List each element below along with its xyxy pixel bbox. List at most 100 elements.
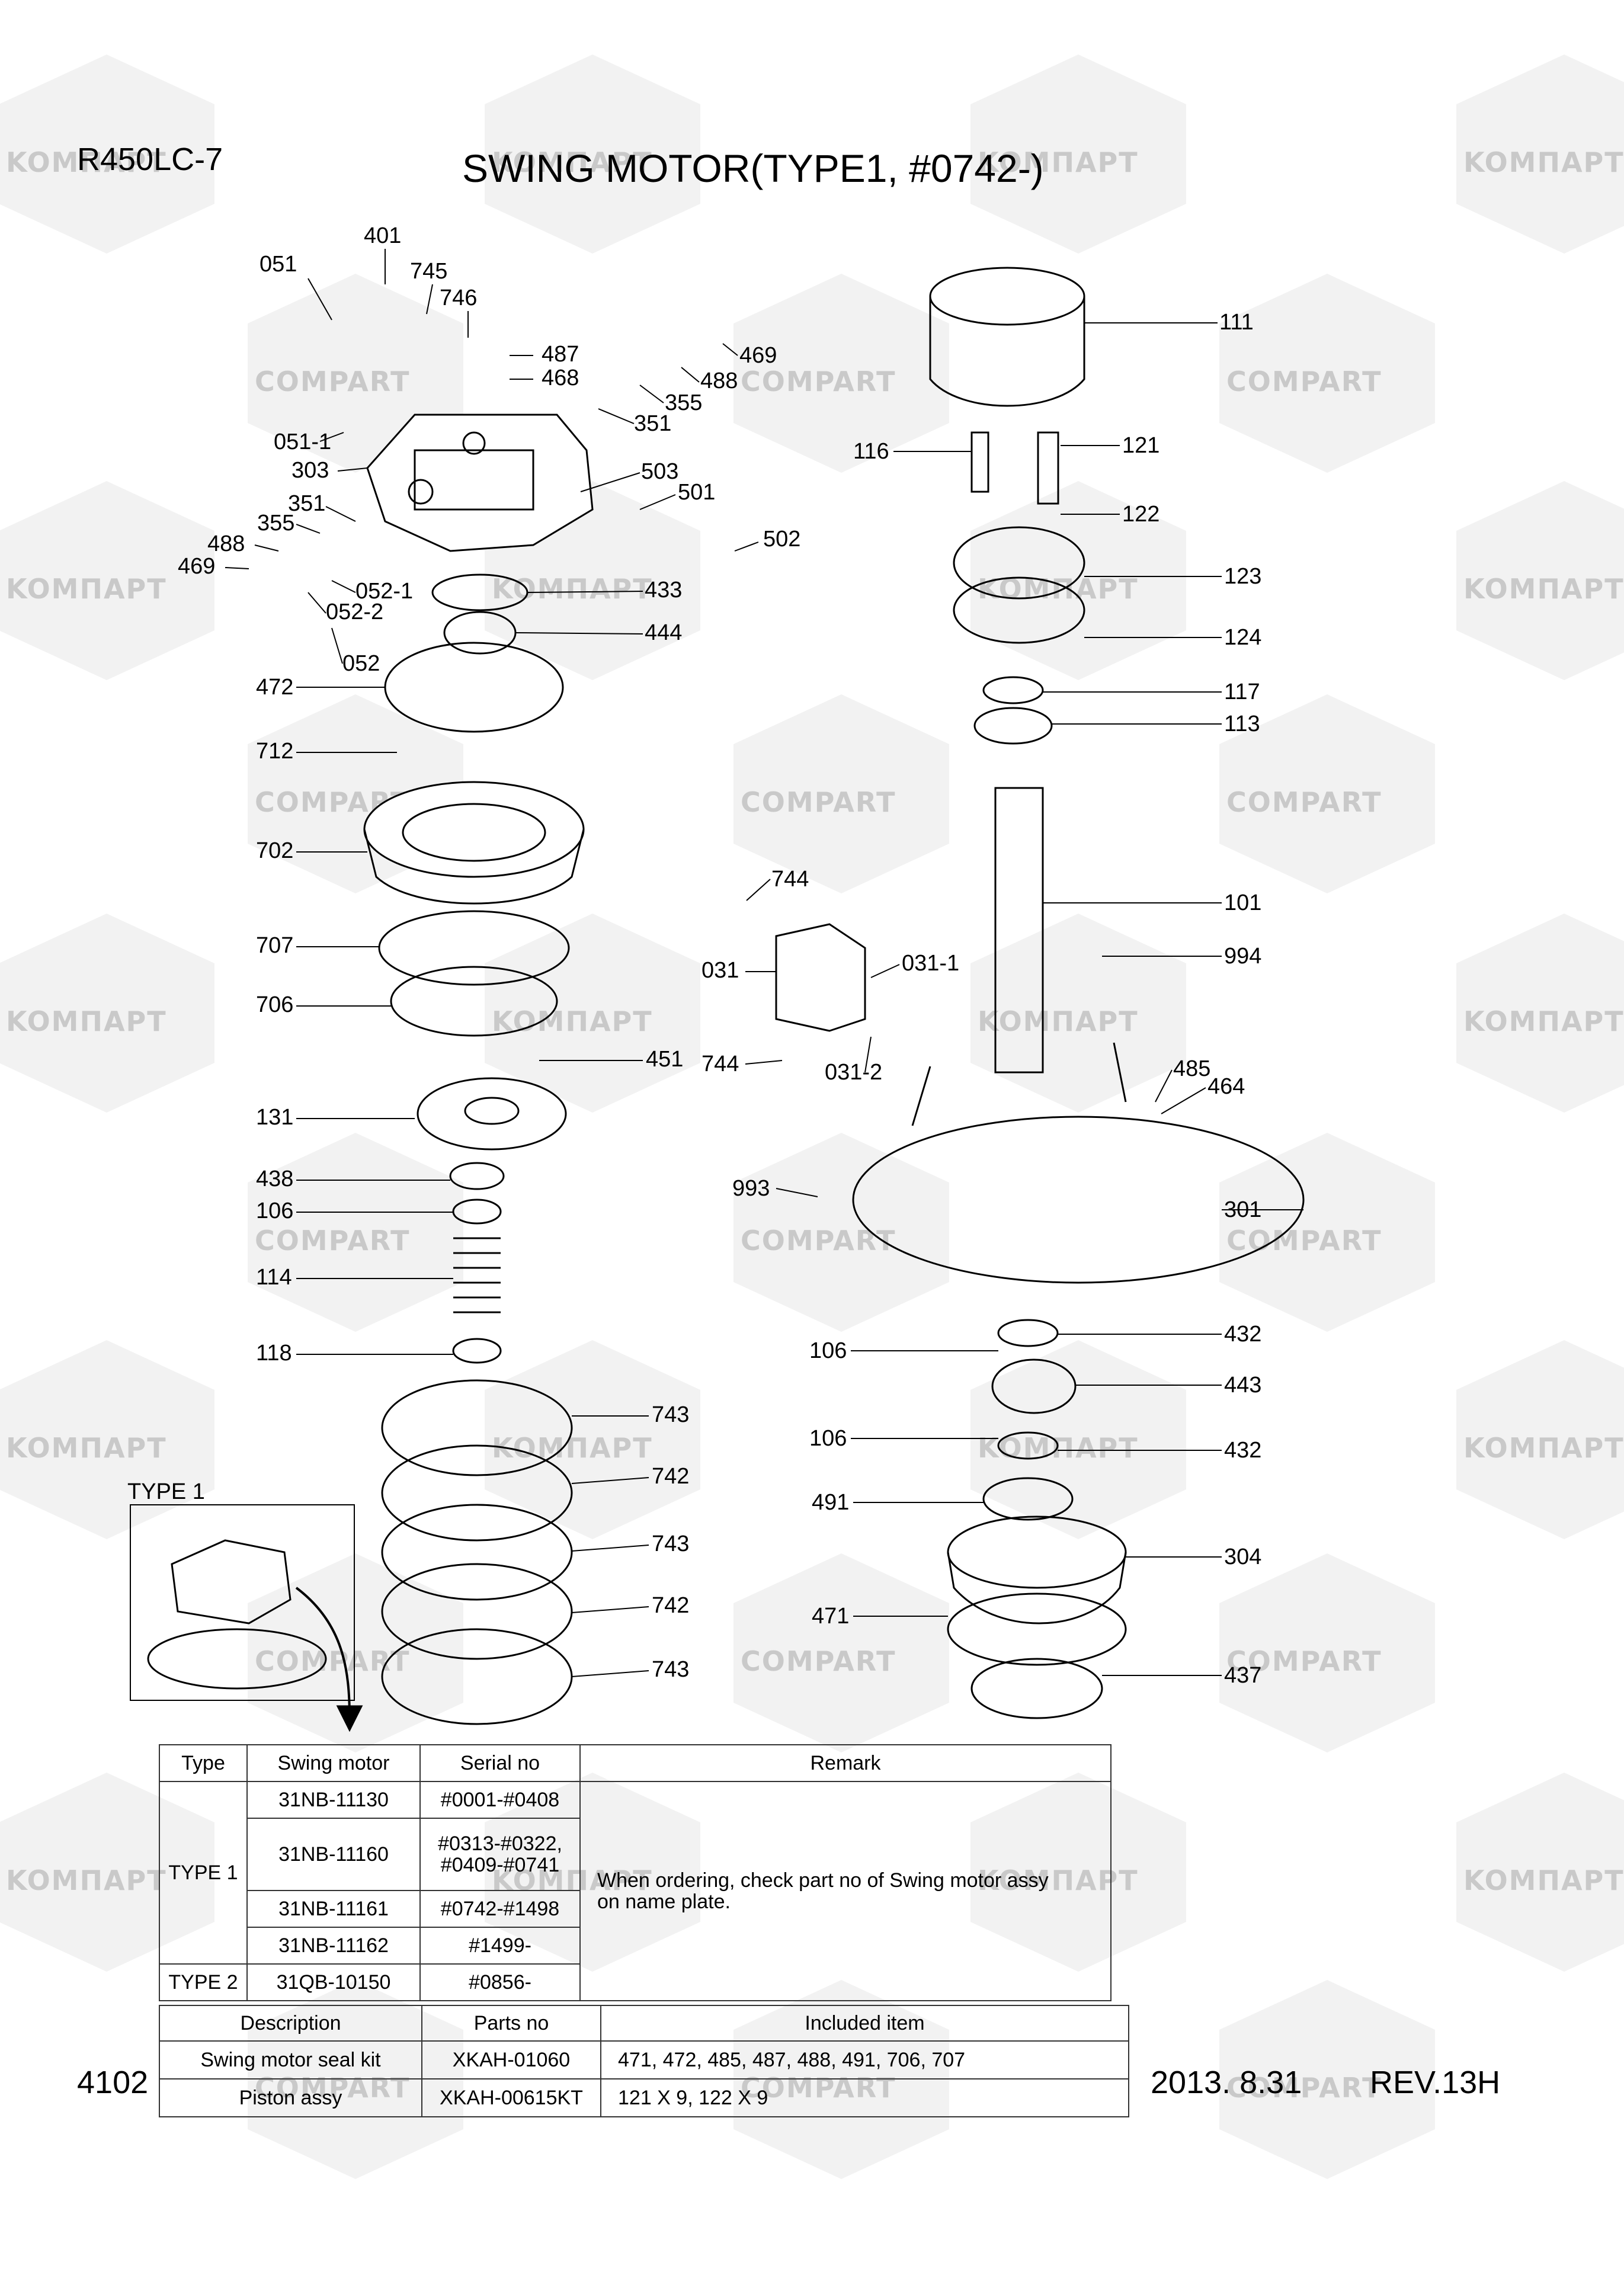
kit-table: Description Parts no Included item Swing… xyxy=(159,2005,1129,2117)
watermark-logo: KOMПAPT xyxy=(1456,1340,1624,1539)
part-label: 707 xyxy=(256,933,293,958)
svg-text:KOMПAPT: KOMПAPT xyxy=(6,1864,167,1896)
svg-text:COMPART: COMPART xyxy=(1226,2072,1382,2104)
part-label: 121 xyxy=(1122,433,1159,458)
leader-line xyxy=(1155,1069,1173,1103)
part-label: 743 xyxy=(652,1402,689,1427)
table-row: 31NB-11160 #0313-#0322, #0409-#0741 xyxy=(159,1818,1111,1891)
part-label: 437 xyxy=(1224,1663,1261,1688)
svg-text:COMPART: COMPART xyxy=(1226,1225,1382,1257)
part-label: 443 xyxy=(1224,1373,1261,1398)
part-label: 488 xyxy=(207,531,245,556)
page-title: SWING MOTOR(TYPE1, #0742-) xyxy=(462,146,1044,190)
part-label: 351 xyxy=(288,491,325,516)
housing-301 xyxy=(852,1042,1305,1284)
part-label: 702 xyxy=(256,838,293,863)
leader-line xyxy=(639,494,676,510)
serial-cell: #0313-#0322, #0409-#0741 xyxy=(419,1818,581,1891)
part-label: 303 xyxy=(292,458,329,483)
leader-line xyxy=(319,432,344,442)
svg-text:COMPART: COMPART xyxy=(741,786,896,818)
part-label: 745 xyxy=(410,259,447,284)
part-label: 123 xyxy=(1224,564,1261,589)
part-label: 742 xyxy=(652,1464,689,1489)
part-label: 744 xyxy=(771,867,809,892)
watermark-logo: COMPART xyxy=(1219,1133,1435,1332)
watermark-logo: COMPART xyxy=(248,1133,463,1332)
watermark-logo: KOMПAPT xyxy=(485,55,700,254)
type-table-header: Type xyxy=(159,1744,248,1782)
relief-valve-031 xyxy=(775,923,866,1032)
svg-text:KOMПAPT: KOMПAPT xyxy=(978,146,1139,178)
type-table-header: Swing motor xyxy=(246,1744,421,1782)
model-label: R450LC-7 xyxy=(77,142,223,177)
part-label: 451 xyxy=(646,1047,683,1072)
leader-line xyxy=(331,580,356,593)
part-label: 743 xyxy=(652,1657,689,1682)
watermark-logo: KOMПAPT xyxy=(485,914,700,1113)
remark-cell: When ordering, check part no of Swing mo… xyxy=(579,1781,1112,2001)
watermark-logo: COMPART xyxy=(1219,694,1435,893)
leader-line xyxy=(639,384,664,403)
part-label: 994 xyxy=(1224,944,1261,969)
kit-table-header: Included item xyxy=(600,2005,1129,2042)
part-label: 113 xyxy=(1224,712,1260,736)
part-label: 051 xyxy=(260,252,297,277)
serial-cell: #0856- xyxy=(419,1963,581,2001)
part-label: 744 xyxy=(702,1052,739,1076)
leader-line xyxy=(331,627,343,664)
svg-text:KOMПAPT: KOMПAPT xyxy=(492,146,653,178)
svg-text:KOMПAPT: KOMПAPT xyxy=(1463,1864,1624,1896)
leader-line xyxy=(1161,1087,1206,1114)
leader-line xyxy=(870,964,900,978)
part-label: 106 xyxy=(256,1199,293,1223)
kit-table-header: Description xyxy=(159,2005,422,2042)
svg-text:KOMПAPT: KOMПAPT xyxy=(978,1005,1139,1037)
gear-111 xyxy=(929,267,1085,407)
description-cell: Swing motor seal kit xyxy=(159,2040,422,2079)
part-label: 706 xyxy=(256,992,293,1017)
part-label: 031-1 xyxy=(902,951,959,976)
leader-line xyxy=(734,541,759,552)
leader-line xyxy=(296,524,321,534)
part-label: 487 xyxy=(542,342,579,367)
part-label: 114 xyxy=(256,1265,292,1290)
part-label: 432 xyxy=(1224,1322,1261,1347)
svg-text:COMPART: COMPART xyxy=(1226,1645,1382,1677)
part-label: 101 xyxy=(1224,890,1261,915)
part-label: 488 xyxy=(700,369,738,393)
watermark-logo: KOMПAPT xyxy=(970,55,1186,254)
watermark-logo: KOMПAPT xyxy=(0,914,214,1113)
watermark-logo: KOMПAPT xyxy=(970,481,1186,680)
motor-cell: 31QB-10150 xyxy=(246,1963,421,2001)
watermark-logo: COMPART xyxy=(1219,274,1435,473)
leader-line xyxy=(307,278,332,321)
watermark-logo: KOMПAPT xyxy=(0,55,214,254)
remark-line: When ordering, check part no of Swing mo… xyxy=(597,1869,1049,1892)
svg-text:COMPART: COMPART xyxy=(255,366,410,398)
watermark-logo: COMPART xyxy=(1219,1553,1435,1752)
svg-text:KOMПAPT: KOMПAPT xyxy=(1463,1005,1624,1037)
included-cell: 121 X 9, 122 X 9 xyxy=(600,2078,1129,2117)
leader-line xyxy=(571,1606,649,1613)
svg-text:KOMПAPT: KOMПAPT xyxy=(1463,573,1624,605)
part-label: 111 xyxy=(1219,310,1254,335)
cover-304 xyxy=(947,1515,1127,1624)
type-table-header: Serial no xyxy=(419,1744,581,1782)
part-label: 491 xyxy=(812,1490,849,1515)
part-label: 503 xyxy=(641,459,678,484)
watermark-logo: KOMПAPT xyxy=(970,914,1186,1113)
part-label: 469 xyxy=(739,343,777,368)
table-row: Piston assy XKAH-00615KT 121 X 9, 122 X … xyxy=(159,2078,1129,2117)
part-label: 993 xyxy=(732,1176,770,1201)
part-label: 746 xyxy=(440,286,477,310)
motor-cell: 31NB-11130 xyxy=(246,1781,421,1819)
shaft-101 xyxy=(994,787,1044,1074)
table-row: TYPE 2 31QB-10150 #0856- xyxy=(159,1963,1111,2001)
part-label: 131 xyxy=(256,1105,293,1130)
leader-line xyxy=(515,632,643,635)
serial-cell: #0742-#1498 xyxy=(419,1890,581,1928)
serial-line: #0313-#0322, xyxy=(438,1832,562,1855)
type1-inset-image xyxy=(147,1539,363,1732)
